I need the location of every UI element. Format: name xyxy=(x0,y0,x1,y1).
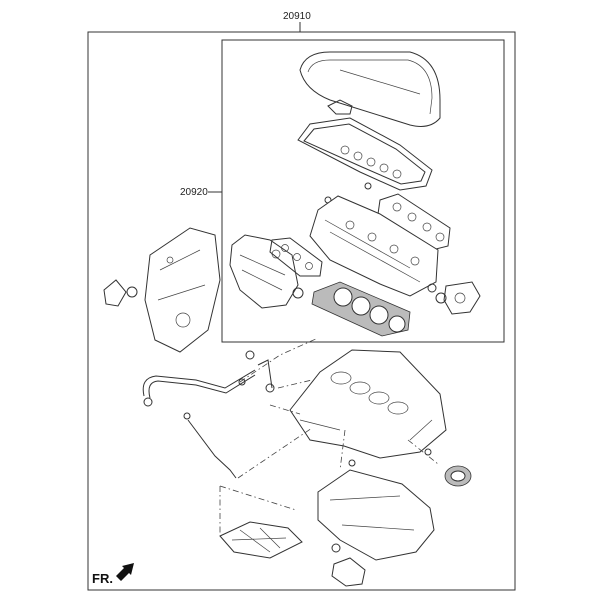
assembly-guide-lines xyxy=(219,337,439,535)
water-pump-gasket xyxy=(103,279,127,307)
thermostat-housing xyxy=(427,281,481,315)
arrow-down-left-icon xyxy=(116,563,134,581)
cover-seal xyxy=(327,99,353,115)
front-direction-marker: FR. xyxy=(92,563,134,586)
intake-o-ring xyxy=(292,287,304,299)
oil-strainer xyxy=(331,543,366,587)
upper-oil-pan xyxy=(317,469,435,561)
intake-manifold-gasket xyxy=(269,237,323,277)
valve-cover-gasket xyxy=(297,117,433,191)
plug-seal xyxy=(364,182,372,190)
inner-kit-label: 20920 xyxy=(180,187,208,198)
oil-level-gauge-tube xyxy=(142,350,273,407)
outer-kit-label: 20910 xyxy=(283,11,311,22)
valve-cover xyxy=(299,51,441,127)
rear-crankshaft-seal xyxy=(444,465,472,487)
lower-oil-pan xyxy=(219,521,303,559)
cylinder-head-gasket xyxy=(311,281,411,337)
cylinder-block xyxy=(265,349,447,467)
timing-chain-cover xyxy=(144,227,221,353)
intake-manifold xyxy=(229,234,299,309)
exhaust-manifold-gasket xyxy=(377,193,451,251)
oil-level-gauge xyxy=(183,412,237,479)
inner-kit-frame xyxy=(221,39,505,343)
outer-kit-frame xyxy=(87,31,516,591)
cylinder-head xyxy=(309,195,439,297)
front-marker-label: FR. xyxy=(92,571,113,586)
crank-front-seal xyxy=(126,286,138,298)
